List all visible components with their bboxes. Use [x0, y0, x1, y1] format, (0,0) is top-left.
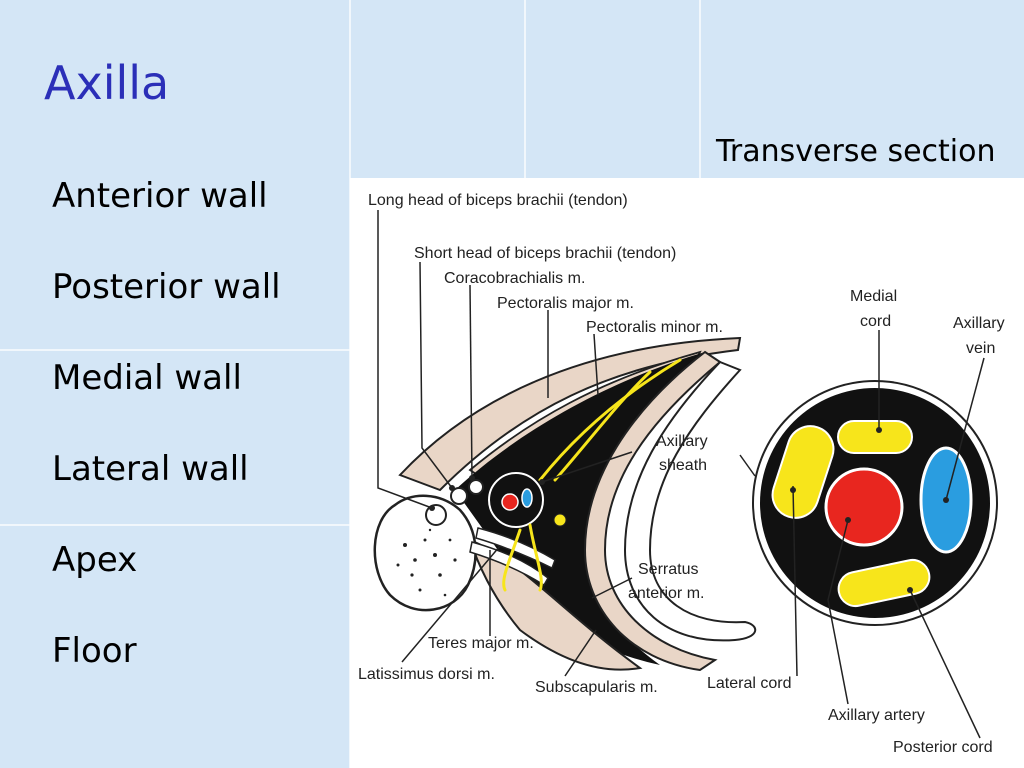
leader-dots — [429, 427, 949, 593]
subscapularis-shape — [468, 538, 643, 671]
label-short-head: Short head of biceps brachii (tendon) — [414, 245, 676, 262]
serratus-anterior-shape — [583, 350, 722, 672]
long-thoracic-nerve — [553, 513, 567, 527]
axilla-fat-region — [455, 352, 705, 665]
topic-floor: Floor — [52, 631, 137, 671]
label-axillary-artery: Axillary artery — [828, 707, 925, 724]
label-axillary-sheath-1: Axillary — [656, 433, 708, 450]
topic-lateral-wall: Lateral wall — [52, 449, 249, 489]
label-serratus-2: anterior m. — [628, 585, 704, 602]
label-teres-major: Teres major m. — [428, 635, 534, 652]
label-medial-cord-2: cord — [860, 313, 891, 330]
topic-medial-wall: Medial wall — [52, 358, 242, 398]
humerus-texture — [396, 528, 457, 597]
coracobrachialis-tendon — [468, 479, 484, 495]
label-posterior-cord: Posterior cord — [893, 739, 993, 756]
label-coracobrachialis: Coracobrachialis m. — [444, 270, 585, 287]
label-axillary-vein-2: vein — [966, 340, 995, 357]
label-pectoralis-major: Pectoralis major m. — [497, 295, 634, 312]
label-medial-cord-1: Medial — [850, 288, 897, 305]
topic-posterior-wall: Posterior wall — [52, 267, 281, 307]
label-lateral-cord: Lateral cord — [707, 675, 792, 692]
axillary-artery-enlarged — [824, 467, 904, 547]
label-serratus-1: Serratus — [638, 561, 698, 578]
lateral-cord — [771, 425, 835, 519]
label-axillary-vein-1: Axillary — [953, 315, 1005, 332]
label-latissimus: Latissimus dorsi m. — [358, 666, 495, 683]
figure-caption: Transverse section — [716, 134, 996, 169]
medial-cord — [837, 420, 913, 454]
leader-lines — [377, 210, 985, 739]
teres-major-band — [475, 527, 556, 570]
label-axillary-sheath-2: sheath — [659, 457, 707, 474]
thoracic-wall-crescent — [623, 360, 757, 642]
topic-apex: Apex — [52, 540, 138, 580]
posterior-cord — [837, 558, 931, 608]
label-long-head: Long head of biceps brachii (tendon) — [368, 192, 628, 209]
topic-list: Anterior wall Posterior wall Medial wall… — [52, 174, 281, 720]
vein-small — [521, 488, 533, 508]
label-pectoralis-minor: Pectoralis minor m. — [586, 319, 723, 336]
slide-title: Axilla — [44, 56, 170, 110]
topic-anterior-wall: Anterior wall — [52, 176, 268, 216]
nerves-yellow — [502, 358, 682, 592]
short-head-biceps-tendon — [450, 487, 468, 505]
humerus-head — [373, 494, 477, 612]
artery-small — [501, 493, 519, 511]
label-subscapularis: Subscapularis m. — [535, 679, 658, 696]
axilla-transverse-section-diagram: Long head of biceps brachii (tendon) Sho… — [358, 192, 1005, 756]
